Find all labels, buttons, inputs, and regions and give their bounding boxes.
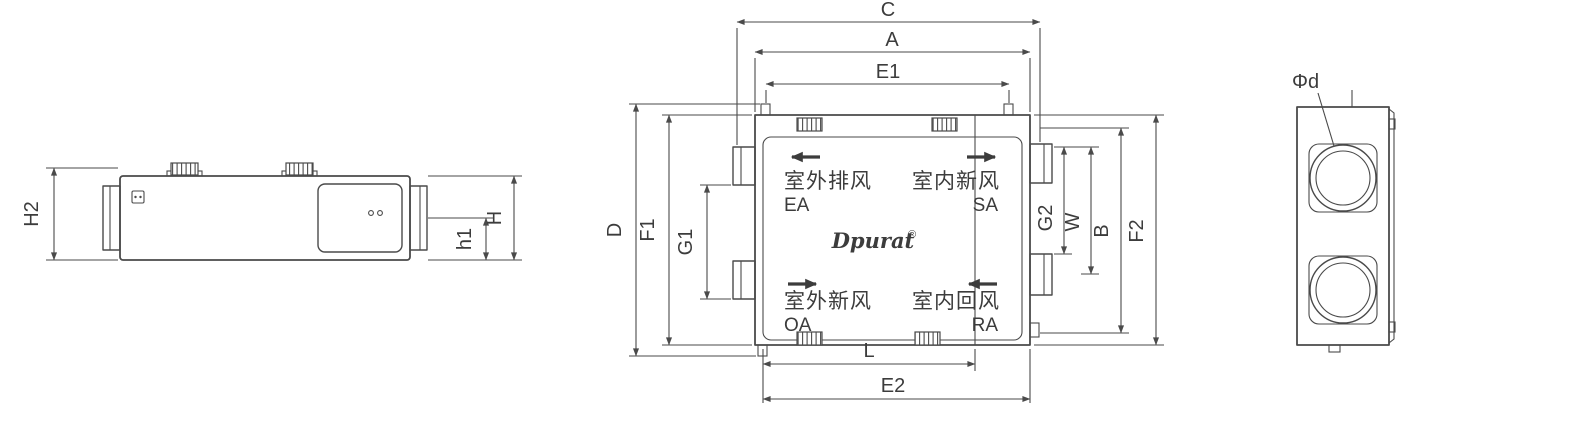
side-body (119, 175, 411, 261)
side-right-flange (409, 185, 428, 251)
ea-label-cn: 室外排风 (784, 170, 872, 193)
top-hatched-clips (796, 117, 958, 346)
top-dim-c: C (736, 0, 1041, 145)
ra-label-code: RA (972, 315, 999, 336)
left-ports (732, 146, 756, 300)
side-view: H2 h1 H (21, 162, 522, 261)
side-top-clips (166, 162, 318, 177)
airflow-labels: 室外排风 EA 室内新风 SA 室外新风 OA 室内回风 RA (784, 151, 1000, 336)
top-dim-d: D (604, 103, 760, 357)
top-dim-w: W (1062, 146, 1099, 275)
control-box (317, 183, 403, 253)
dim-label-h: H (484, 211, 506, 225)
dim-label-d: D (604, 223, 626, 237)
dim-label-g2: G2 (1035, 205, 1057, 232)
top-dim-f1: F1 (637, 114, 752, 346)
top-dim-e1: E1 (765, 61, 1010, 103)
top-body (754, 114, 1031, 346)
side-left-flange (102, 185, 121, 251)
duct-spigot-bottom (1308, 255, 1378, 325)
sa-label-code: SA (973, 195, 999, 216)
dim-label-w: W (1062, 212, 1084, 231)
side-dim-h2: H2 (21, 167, 118, 261)
end-dim-phi-d: Φd (1292, 71, 1335, 147)
dim-label-f1: F1 (637, 218, 659, 241)
brand-text: Dpurat (831, 228, 915, 253)
dim-label-a: A (885, 29, 899, 51)
top-view: C A E1 D F1 (604, 0, 1164, 403)
top-dim-b: B (1040, 127, 1129, 334)
dim-label-f2: F2 (1126, 219, 1148, 242)
ea-label-code: EA (784, 195, 810, 216)
end-body (1296, 106, 1390, 346)
dim-label-e2: E2 (881, 375, 905, 397)
dim-label-h1: h1 (454, 228, 476, 250)
dim-label-h2: H2 (21, 201, 43, 227)
end-body-edge (1388, 108, 1395, 344)
oa-label-cn: 室外新风 (784, 290, 872, 313)
end-view: Φd (1292, 71, 1396, 353)
dim-label-e1: E1 (876, 61, 900, 83)
duct-spigot-top (1308, 143, 1378, 213)
top-dim-l: L (762, 340, 976, 403)
top-dim-a: A (754, 29, 1031, 112)
dim-label-phi-d: Φd (1292, 71, 1319, 93)
top-dim-e2: E2 (762, 349, 1031, 403)
sa-label-cn: 室内新风 (912, 170, 1000, 193)
top-inner-panel (762, 136, 1023, 341)
power-socket-icon (131, 190, 145, 204)
top-dim-f2: F2 (1034, 114, 1164, 346)
side-dim-h1-h: h1 H (428, 175, 522, 261)
right-ports (1029, 143, 1053, 296)
dim-label-c: C (881, 0, 895, 21)
dim-label-b: B (1091, 224, 1113, 237)
brand-registered-mark: ® (908, 229, 916, 241)
top-dim-g1: G1 (675, 184, 731, 300)
oa-label-code: OA (784, 315, 812, 336)
dim-label-l: L (863, 340, 874, 362)
end-clips (1328, 90, 1396, 353)
top-dim-g2: G2 (1035, 146, 1099, 255)
ra-label-cn: 室内回风 (912, 290, 1000, 313)
dim-label-g1: G1 (675, 229, 697, 256)
brand-logo: Dpurat ® (831, 228, 916, 253)
